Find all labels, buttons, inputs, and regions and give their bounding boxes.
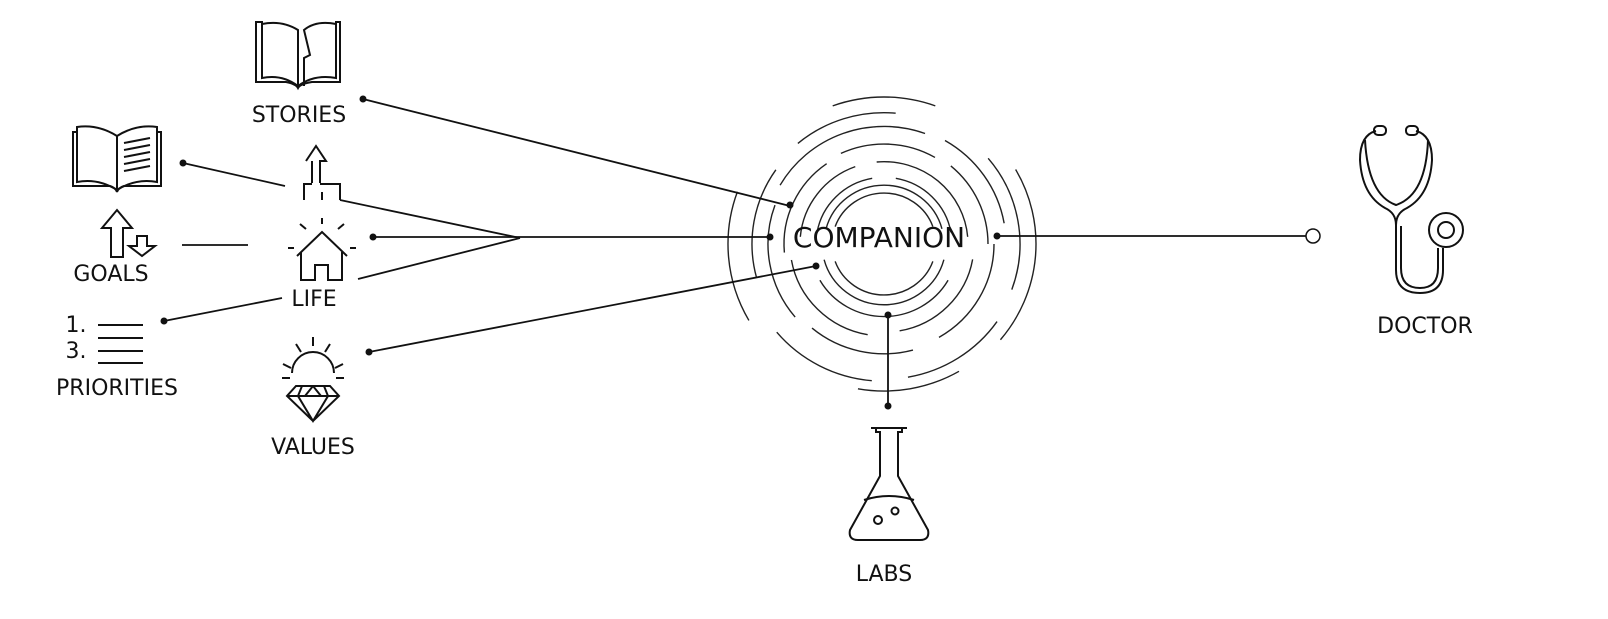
ring-arc (799, 165, 856, 237)
house-icon (288, 218, 356, 281)
ring-arc (779, 125, 926, 186)
ring-arc (751, 169, 777, 278)
up-arrow-steps-icon (303, 144, 341, 200)
ring-arc (811, 327, 914, 355)
connector-dot (812, 262, 820, 270)
connector-dot (766, 233, 774, 241)
numbered-list-icon: 1. 3. (66, 313, 143, 364)
torn-book-icon (255, 21, 341, 91)
sunrise-icon (282, 337, 344, 379)
ring-arc (895, 177, 952, 233)
ring-arc (816, 177, 873, 233)
open-book-icon (72, 125, 162, 193)
up-down-arrows-icon (99, 208, 158, 258)
connector-upper-branch (339, 199, 521, 239)
connector-dot (786, 201, 794, 209)
companion-rings (727, 96, 1037, 392)
connectors (160, 95, 1321, 410)
ring-arc (825, 184, 943, 229)
connector-dot (359, 95, 367, 103)
ring-arc (834, 261, 934, 296)
stories-label: STORIES (252, 103, 346, 128)
connector-dot (365, 348, 373, 356)
connector-dot (160, 317, 168, 325)
connector-dot (884, 402, 892, 410)
priorities-label: PRIORITIES (56, 376, 178, 401)
goals-label: GOALS (73, 262, 148, 287)
ring-arc (797, 111, 896, 144)
ring-arc (823, 259, 945, 306)
ring-arc (767, 204, 796, 318)
companion-label: COMPANION (793, 221, 965, 254)
ring-arc (999, 169, 1037, 341)
connector-stories (362, 98, 791, 207)
ring-arc (776, 331, 872, 382)
ring-arc (783, 163, 828, 253)
connector-dot (993, 232, 1001, 240)
ring-arc (819, 279, 949, 318)
doctor-label: DOCTOR (1377, 314, 1473, 339)
connector-lower-branch (357, 237, 521, 280)
connector-priorities (163, 297, 283, 322)
diamond-icon (285, 385, 341, 423)
ring-arc (938, 243, 995, 338)
flask-icon (848, 427, 930, 541)
life-label: LIFE (291, 287, 336, 312)
connector-endpoint (1305, 228, 1321, 244)
ring-arc (944, 139, 1005, 224)
ring-arc (899, 259, 974, 332)
connector-dot (369, 233, 377, 241)
ring-arc (727, 191, 750, 321)
list-number: 3. (66, 339, 87, 364)
ring-arc (834, 192, 934, 227)
ring-arc (857, 370, 960, 392)
ring-arc (907, 321, 998, 378)
ring-arc (840, 143, 936, 159)
connector-dot (179, 159, 187, 167)
ring-arc (950, 165, 989, 245)
stethoscope-icon (1358, 125, 1464, 295)
labs-label: LABS (856, 562, 912, 587)
connector-dot (884, 311, 892, 319)
ring-arc (876, 160, 969, 237)
ring-arc (987, 157, 1021, 290)
connector-values (368, 265, 817, 353)
list-number: 1. (66, 313, 87, 338)
ring-arc (790, 259, 868, 336)
connector-goals-book (182, 162, 286, 187)
ring-arc (832, 96, 936, 107)
values-label: VALUES (271, 435, 355, 460)
